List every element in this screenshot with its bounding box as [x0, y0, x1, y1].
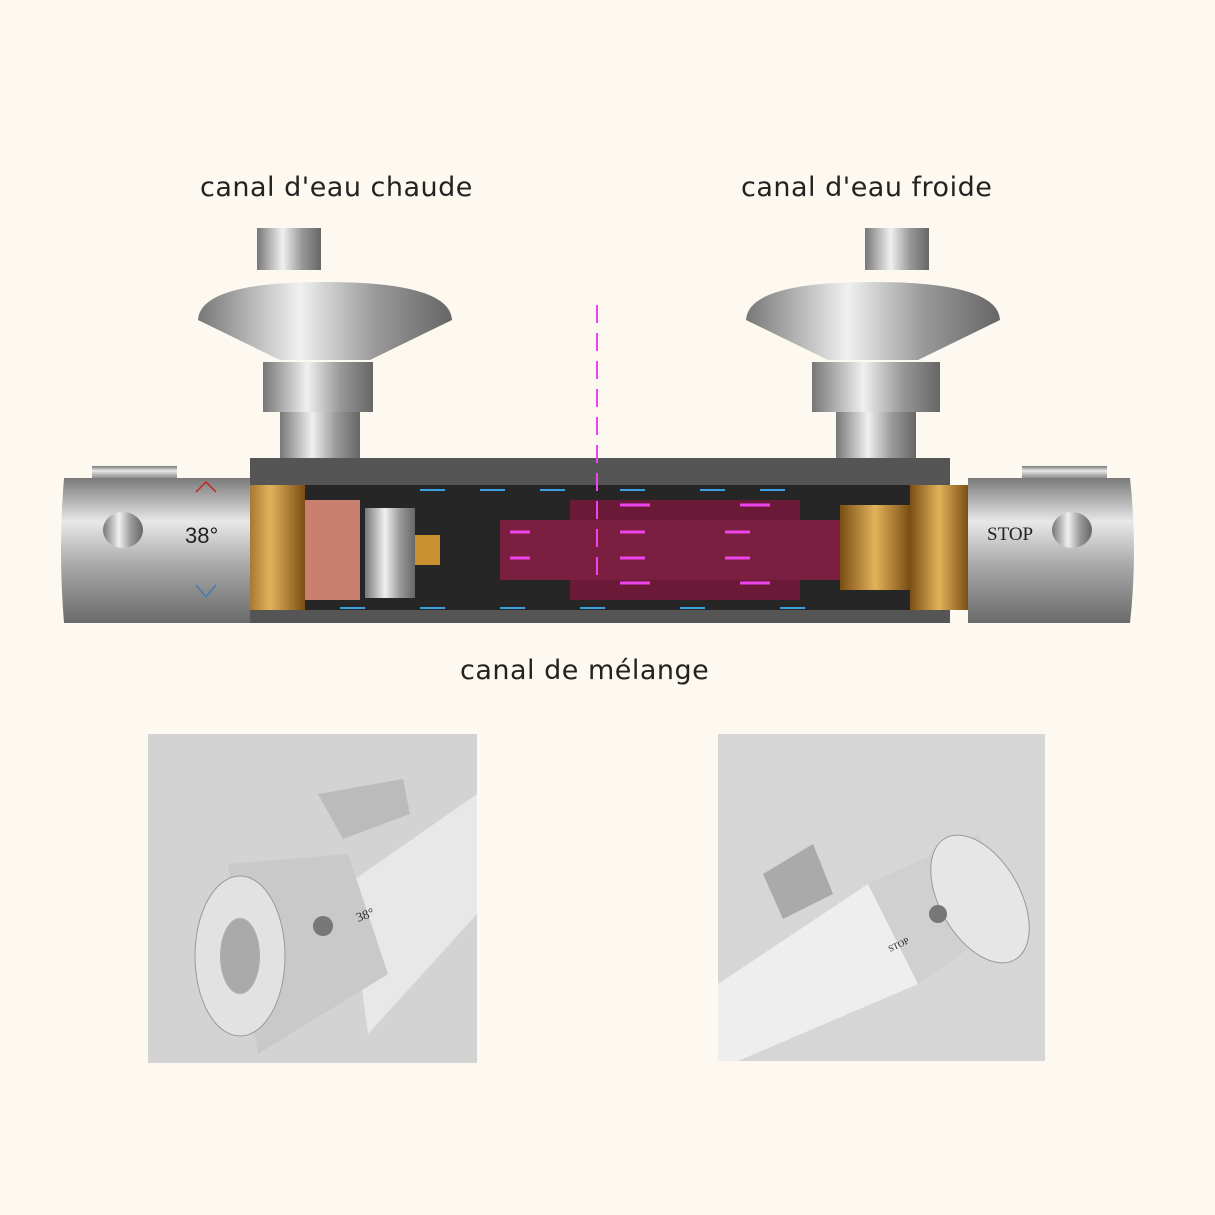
stop-marking: STOP — [987, 524, 1033, 545]
valve-cutaway-diagram: 38° STOP — [61, 228, 1134, 623]
stop-button[interactable] — [1052, 512, 1092, 548]
photo-temperature-marking: 38° — [354, 904, 376, 924]
temperature-marking: 38° — [185, 523, 218, 548]
cold-water-channel-label: canal d'eau froide — [741, 172, 993, 203]
cold-indicator-icon — [195, 584, 217, 599]
stop-handle[interactable]: STOP — [968, 466, 1134, 623]
temperature-handle[interactable]: 38° — [61, 466, 250, 623]
spring — [365, 508, 415, 598]
handle-button[interactable] — [103, 512, 143, 548]
hot-water-channel-label: canal d'eau chaude — [200, 172, 473, 203]
photo-stop-handle-closeup: STOP — [718, 734, 1045, 1061]
mixing-chamber — [500, 520, 840, 580]
cold-flow-arrows — [340, 489, 805, 609]
cold-inlet-fitting — [746, 228, 1000, 467]
mixing-channel-label: canal de mélange — [460, 655, 710, 686]
hot-indicator-icon — [195, 480, 217, 493]
photo-temperature-handle-closeup: 38° — [148, 734, 477, 1063]
hot-flow-arrows — [510, 503, 770, 585]
stop-cartridge — [910, 485, 968, 610]
hot-inlet-fitting — [198, 228, 452, 462]
